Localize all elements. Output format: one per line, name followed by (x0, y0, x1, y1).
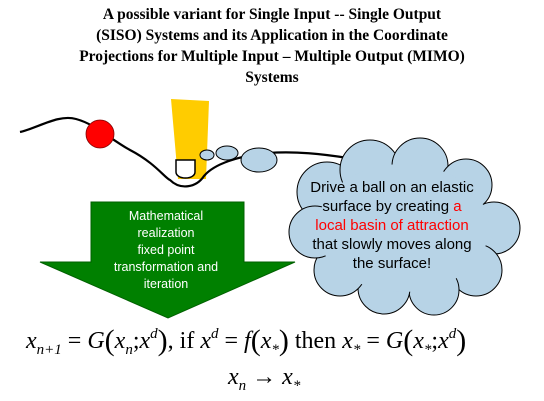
thought-cloud (288, 137, 521, 316)
arrow-label-line-3: fixed point (137, 243, 195, 257)
title-line-4: Systems (245, 69, 299, 86)
arrow-label-line-4: transformation and (113, 260, 219, 274)
yellow-bar (171, 99, 209, 179)
callout-text-part-1: Drive a ball on an elastic surface by cr… (310, 179, 474, 215)
slide-title: A possible variant for Single Input -- S… (0, 4, 544, 88)
formula-line-1: xn+1 = G(xn;xd), if xd = f(x*) then x* =… (26, 324, 467, 358)
arrow-label: Mathematical realization fixed point tra… (96, 208, 236, 293)
green-arrow (39, 201, 296, 319)
cloud-tail-bubble-medium (215, 145, 239, 161)
arrow-label-line-2: realization (137, 226, 195, 240)
title-line-1: A possible variant for Single Input -- S… (102, 6, 442, 23)
callout-highlight: a local basin of attraction (315, 198, 469, 234)
title-line-3: Projections for Multiple Input – Multipl… (79, 48, 465, 65)
basin-ball (175, 159, 196, 179)
cloud-tail-bubble-small (199, 149, 215, 161)
callout-text-part-2: that slowly moves along the surface! (312, 236, 472, 272)
arrow-label-line-5: iteration (143, 277, 189, 291)
cloud-tail-bubble-large (240, 147, 278, 173)
arrow-label-line-1: Mathematical (128, 209, 204, 223)
red-ball (85, 119, 115, 149)
title-line-2: (SISO) Systems and its Application in th… (96, 27, 448, 44)
callout-text: Drive a ball on an elastic surface by cr… (306, 178, 478, 273)
formula-line-2: xn → x* (228, 364, 301, 394)
